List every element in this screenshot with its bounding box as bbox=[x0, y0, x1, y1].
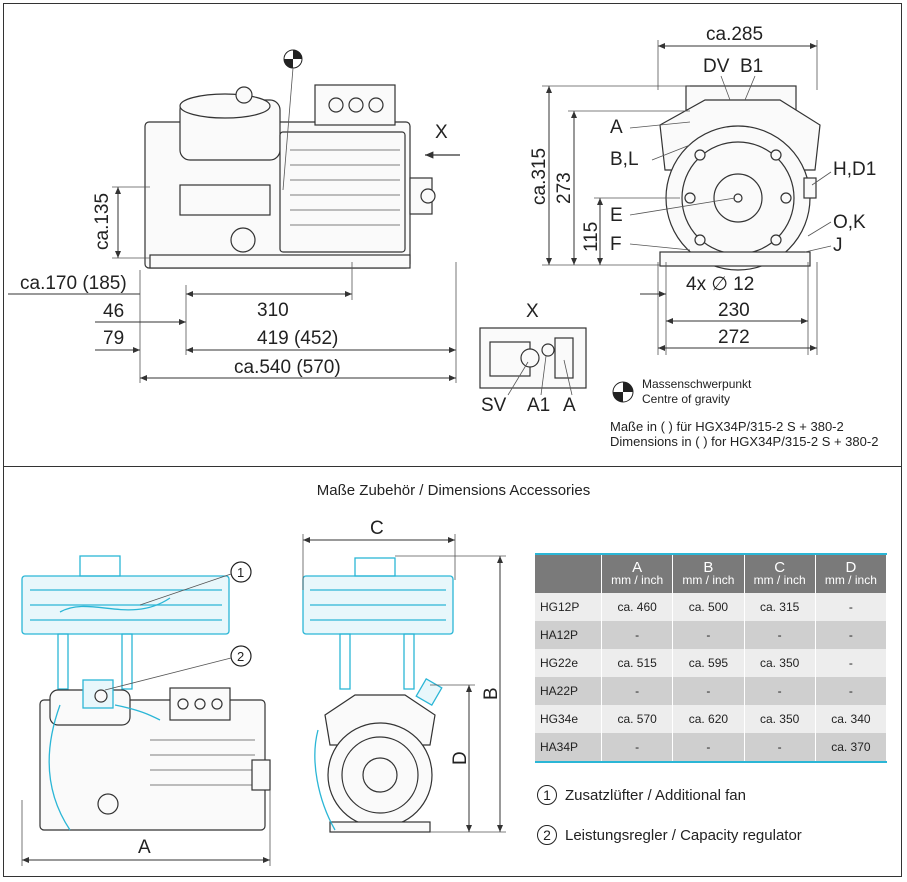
table-row: HA22P - - - - bbox=[535, 677, 888, 705]
top-drawings: X ca.135 ca.170 (185) 46 310 79 419 (452… bbox=[8, 24, 878, 449]
svg-text:Massenschwerpunkt: Massenschwerpunkt bbox=[642, 377, 752, 391]
front-view-compressor bbox=[659, 85, 821, 271]
legend-item-capacity-regulator: 2 Leistungsregler / Capacity regulator bbox=[537, 825, 802, 845]
svg-text:E: E bbox=[610, 205, 623, 226]
table-row: HA12P - - - - bbox=[535, 621, 888, 649]
table-cell-b: - bbox=[672, 677, 745, 705]
table-cell-d: - bbox=[815, 593, 888, 621]
svg-text:A: A bbox=[610, 117, 623, 138]
side-view-compressor bbox=[144, 49, 436, 269]
view-arrow-x: X bbox=[425, 122, 460, 159]
cog-legend: Massenschwerpunkt Centre of gravity Maße… bbox=[610, 377, 878, 449]
table-cell-a: ca. 570 bbox=[601, 705, 674, 733]
table-cell-d: ca. 340 bbox=[815, 705, 888, 733]
svg-text:DV: DV bbox=[703, 56, 730, 77]
front-view-labels: DV B1 A B,L E F H,D1 O,K J bbox=[610, 56, 876, 256]
table-cell-b: ca. 500 bbox=[672, 593, 745, 621]
table-cell-d: - bbox=[815, 649, 888, 677]
svg-text:Maße in ( ) für HGX34P/315-2 S: Maße in ( ) für HGX34P/315-2 S + 380-2 bbox=[610, 419, 844, 434]
table-cell-b: - bbox=[672, 733, 745, 763]
detail-x: X SV A1 A bbox=[479, 301, 587, 416]
table-cell-a: - bbox=[601, 677, 674, 705]
table-cell-c: - bbox=[744, 733, 816, 763]
svg-text:46: 46 bbox=[103, 301, 124, 322]
svg-text:O,K: O,K bbox=[833, 212, 866, 233]
table-cell-model: HA34P bbox=[535, 733, 602, 763]
legend-text: Zusatzlüfter / Additional fan bbox=[565, 786, 746, 804]
table-cell-model: HG34e bbox=[535, 705, 602, 733]
legend-text: Leistungsregler / Capacity regulator bbox=[565, 826, 802, 844]
svg-text:4x ∅ 12: 4x ∅ 12 bbox=[686, 274, 754, 295]
legend-number: 2 bbox=[537, 825, 557, 845]
table-header-model bbox=[535, 554, 602, 593]
side-view-dimensions: ca.135 ca.170 (185) 46 310 79 419 (452) … bbox=[8, 186, 457, 383]
svg-text:A1: A1 bbox=[527, 395, 550, 416]
table-cell-c: - bbox=[744, 677, 816, 705]
table-cell-c: ca. 350 bbox=[744, 705, 816, 733]
accessories-title: Maße Zubehör / Dimensions Accessories bbox=[316, 482, 591, 499]
table-cell-c: ca. 350 bbox=[744, 649, 816, 677]
svg-text:SV: SV bbox=[481, 395, 507, 416]
table-row: HG34e ca. 570 ca. 620 ca. 350 ca. 340 bbox=[535, 705, 888, 733]
svg-text:B1: B1 bbox=[740, 56, 763, 77]
table-row: HG12P ca. 460 ca. 500 ca. 315 - bbox=[535, 593, 888, 621]
svg-text:Centre of gravity: Centre of gravity bbox=[642, 392, 730, 406]
table-cell-b: - bbox=[672, 621, 745, 649]
table-row: HA34P - - - ca. 370 bbox=[535, 733, 888, 763]
svg-text:230: 230 bbox=[718, 300, 750, 321]
table-cell-model: HA12P bbox=[535, 621, 602, 649]
svg-text:Dimensions in ( ) for HGX34P/3: Dimensions in ( ) for HGX34P/315-2 S + 3… bbox=[610, 434, 878, 449]
table-cell-model: HG12P bbox=[535, 593, 602, 621]
svg-text:J: J bbox=[833, 235, 843, 256]
svg-text:ca.540 (570): ca.540 (570) bbox=[234, 357, 341, 378]
svg-text:419 (452): 419 (452) bbox=[257, 328, 338, 349]
svg-text:79: 79 bbox=[103, 328, 124, 349]
svg-text:272: 272 bbox=[718, 327, 750, 348]
legend-number: 1 bbox=[537, 785, 557, 805]
front-view-dimensions: ca.285 ca.315 273 115 4x ∅ 12 230 272 bbox=[529, 24, 818, 355]
svg-text:H,D1: H,D1 bbox=[833, 159, 876, 180]
table-cell-c: ca. 315 bbox=[744, 593, 816, 621]
svg-text:310: 310 bbox=[257, 300, 289, 321]
table-cell-model: HG22e bbox=[535, 649, 602, 677]
svg-text:B,L: B,L bbox=[610, 149, 639, 170]
table-cell-a: ca. 515 bbox=[601, 649, 674, 677]
svg-text:273: 273 bbox=[554, 172, 575, 204]
svg-text:X: X bbox=[526, 301, 539, 322]
table-cell-d: ca. 370 bbox=[815, 733, 888, 763]
table-row: HG22e ca. 515 ca. 595 ca. 350 - bbox=[535, 649, 888, 677]
svg-text:ca.170 (185): ca.170 (185) bbox=[20, 273, 127, 294]
svg-text:X: X bbox=[435, 122, 448, 143]
svg-text:ca.135: ca.135 bbox=[92, 193, 113, 250]
table-cell-b: ca. 595 bbox=[672, 649, 745, 677]
table-cell-d: - bbox=[815, 621, 888, 649]
table-cell-a: - bbox=[601, 621, 674, 649]
table-cell-a: - bbox=[601, 733, 674, 763]
outer-frame bbox=[3, 3, 902, 877]
table-cell-c: - bbox=[744, 621, 816, 649]
section-divider bbox=[3, 466, 902, 467]
table-cell-b: ca. 620 bbox=[672, 705, 745, 733]
svg-text:115: 115 bbox=[581, 222, 602, 252]
svg-text:ca.315: ca.315 bbox=[529, 148, 550, 205]
table-cell-d: - bbox=[815, 677, 888, 705]
table-cell-a: ca. 460 bbox=[601, 593, 674, 621]
svg-text:ca.285: ca.285 bbox=[706, 24, 763, 45]
svg-text:A: A bbox=[563, 395, 576, 416]
svg-text:F: F bbox=[610, 234, 622, 255]
table-cell-model: HA22P bbox=[535, 677, 602, 705]
legend-item-fan: 1 Zusatzlüfter / Additional fan bbox=[537, 785, 746, 805]
